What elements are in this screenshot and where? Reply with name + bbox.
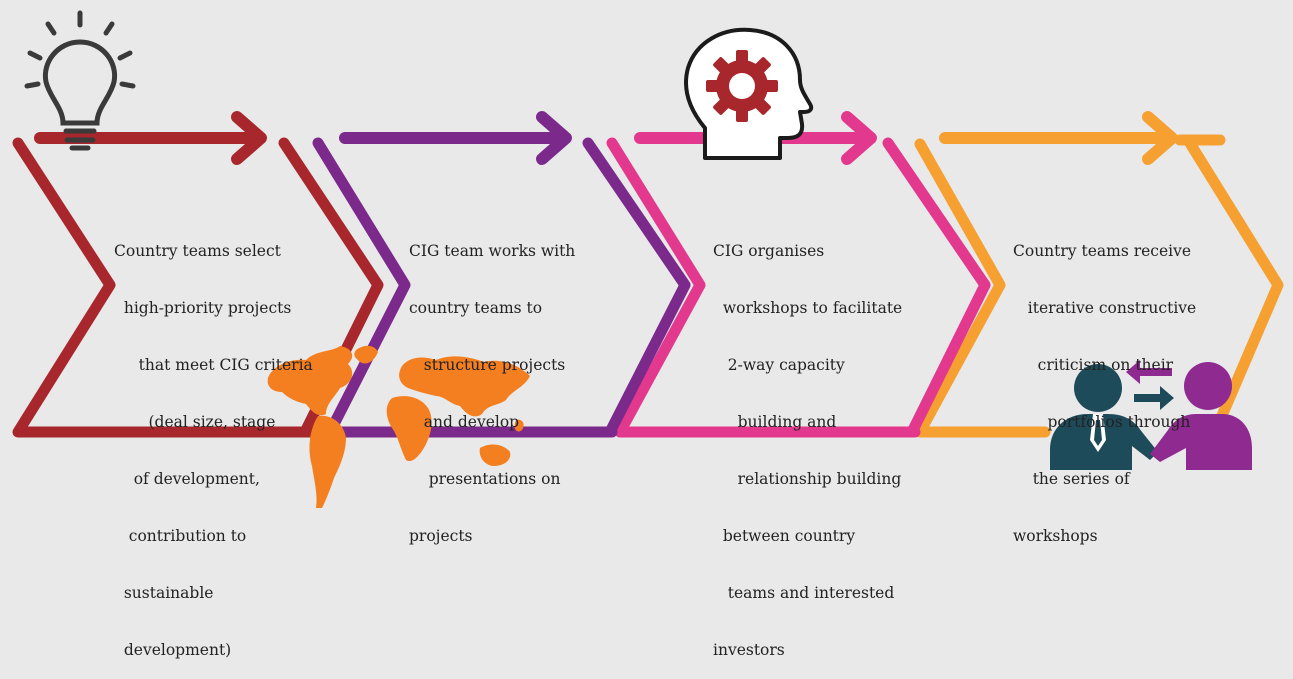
- step-1-line: Country teams select: [114, 242, 281, 260]
- step-3-line: 2-way capacity: [713, 356, 845, 374]
- step-1-line: (deal size, stage: [114, 413, 276, 431]
- person-right-icon: [1150, 362, 1252, 470]
- step-3-line: building and: [713, 413, 837, 431]
- step-3-line: between country: [713, 527, 856, 545]
- step-2-line: and develop: [409, 413, 520, 431]
- step-1-line: contribution to: [114, 527, 247, 545]
- step-4-line: portfolios through: [1013, 413, 1191, 431]
- step-2-arrow-head: [536, 111, 572, 165]
- step-2-text: CIG team works with country teams to str…: [409, 204, 575, 565]
- step-4-line: Country teams receive: [1013, 242, 1192, 260]
- gear-icon: [706, 50, 778, 122]
- head-gear-icon: [684, 27, 814, 160]
- handshake-icon: [1050, 360, 1252, 470]
- step-4-line: iterative constructive: [1013, 299, 1197, 317]
- step-3-line: investors: [713, 641, 785, 659]
- step-2-line: structure projects: [409, 356, 566, 374]
- exchange-arrows-icon: [1126, 360, 1174, 410]
- step-2-line: CIG team works with: [409, 242, 576, 260]
- step-4-arrow-head: [1142, 111, 1178, 165]
- person-left-icon: [1050, 364, 1158, 470]
- step-4-line: workshops: [1013, 527, 1098, 545]
- step-2-line: presentations on: [409, 470, 561, 488]
- step-3-arrow-head: [841, 111, 877, 165]
- step-2-line: projects: [409, 527, 473, 545]
- step-1-line: that meet CIG criteria: [114, 356, 313, 374]
- step-1-line: sustainable: [114, 584, 214, 602]
- step-2-line: country teams to: [409, 299, 543, 317]
- step-1-arrow-head: [231, 111, 267, 165]
- step-3-line: teams and interested: [713, 584, 895, 602]
- step-3-line: workshops to facilitate: [713, 299, 903, 317]
- step-1-chevron-back: [12, 137, 324, 438]
- step-2-chevron-front: [582, 137, 691, 438]
- step-3-text: CIG organises workshops to facilitate 2-…: [713, 204, 902, 679]
- step-3-chevron-back: [606, 137, 921, 438]
- step-1-line: high-priority projects: [114, 299, 292, 317]
- step-1-line: of development,: [114, 470, 260, 488]
- step-3-chevron-front: [882, 137, 991, 438]
- world-map-icon: [267, 345, 530, 508]
- step-4-line: criticism on their: [1013, 356, 1174, 374]
- step-1-line: development): [114, 641, 232, 659]
- process-diagram: [12, 10, 1284, 508]
- step-3-line: CIG organises: [713, 242, 825, 260]
- step-3-line: relationship building: [713, 470, 902, 488]
- step-4-text: Country teams receive iterative construc…: [1013, 204, 1196, 565]
- step-1-text: Country teams select high-priority proje…: [114, 204, 313, 679]
- step-4-line: the series of: [1013, 470, 1130, 488]
- step-4-chevron-back: [914, 138, 1051, 438]
- lightbulb-icon: [24, 10, 136, 151]
